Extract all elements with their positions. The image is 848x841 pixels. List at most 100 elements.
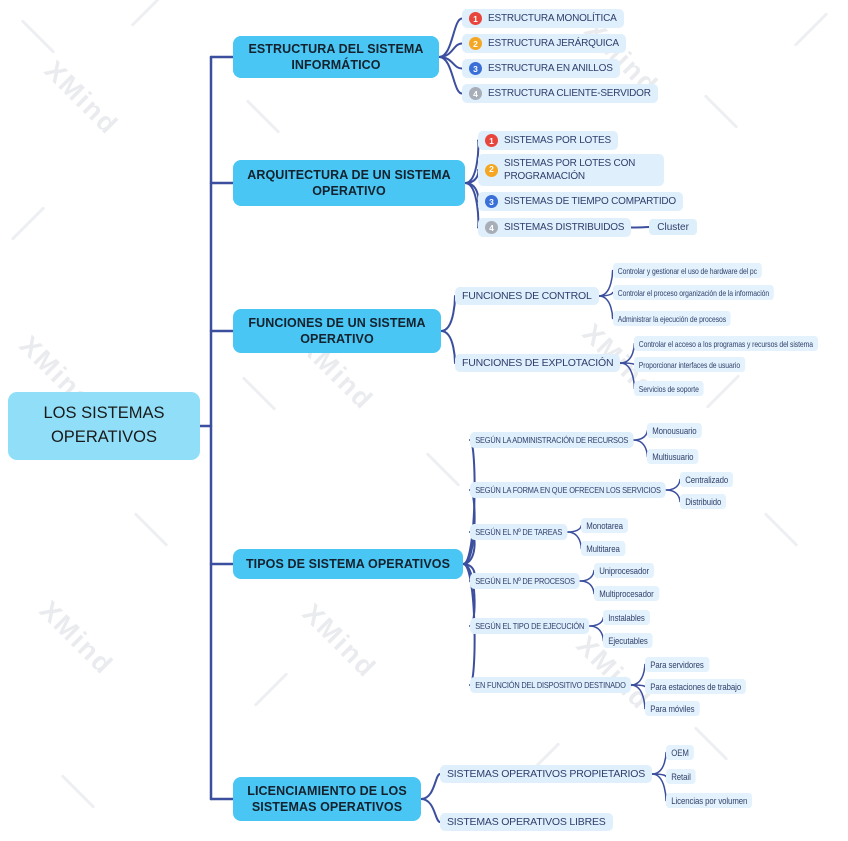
topic-licenciamiento-de-los-sistemas-operativos[interactable]: LICENCIAMIENTO DE LOS SISTEMAS OPERATIVO… — [233, 777, 421, 821]
priority-2-icon: 2 — [485, 163, 498, 177]
topic-label: Multiprocesador — [599, 588, 654, 599]
topic-label: SEGÚN EL Nº DE TAREAS — [475, 527, 563, 537]
topic-estructura-cliente-servidor[interactable]: 4 ESTRUCTURA CLIENTE-SERVIDOR — [462, 84, 658, 103]
topic-administrar-ejecucion-procesos[interactable]: Administrar la ejecución de procesos — [612, 311, 731, 326]
topic-para-servidores[interactable]: Para servidores — [644, 657, 709, 672]
priority-3-icon: 3 — [469, 62, 482, 75]
topic-label: LOS SISTEMAS OPERATIVOS — [43, 404, 165, 446]
topic-multitarea[interactable]: Multitarea — [581, 541, 626, 556]
priority-1-icon: 1 — [485, 134, 498, 147]
topic-cluster[interactable]: Cluster — [649, 219, 697, 235]
topic-label: ESTRUCTURA MONOLÍTICA — [488, 13, 617, 24]
priority-3-icon: 3 — [485, 195, 498, 208]
topic-label: Instalables — [608, 612, 646, 623]
priority-2-icon: 2 — [469, 37, 482, 50]
topic-label: SEGÚN EL Nº DE PROCESOS — [475, 576, 575, 586]
topic-oem[interactable]: OEM — [666, 745, 695, 760]
topic-ejecutables[interactable]: Ejecutables — [603, 633, 654, 648]
topic-para-moviles[interactable]: Para móviles — [644, 701, 700, 716]
topic-sistemas-operativos-propietarios[interactable]: SISTEMAS OPERATIVOS PROPIETARIOS — [440, 765, 653, 783]
topic-label: LICENCIAMIENTO DE LOS SISTEMAS OPERATIVO… — [247, 783, 407, 814]
priority-4-icon: 4 — [485, 221, 498, 234]
topic-servicios-de-soporte[interactable]: Servicios de soporte — [634, 381, 704, 396]
topic-label: Retail — [671, 771, 691, 782]
topic-label: Ejecutables — [608, 635, 649, 646]
topic-controlar-gestionar-hardware[interactable]: Controlar y gestionar el uso de hardware… — [612, 263, 762, 278]
topic-label: ESTRUCTURA EN ANILLOS — [488, 63, 613, 74]
topic-controlar-acceso-programas-recursos[interactable]: Controlar el acceso a los programas y re… — [634, 336, 819, 351]
topic-label: ESTRUCTURA CLIENTE-SERVIDOR — [488, 88, 651, 99]
topic-label: Centralizado — [685, 474, 729, 485]
topic-label: FUNCIONES DE UN SISTEMA OPERATIVO — [248, 315, 426, 346]
topic-estructura-jerarquica[interactable]: 2 ESTRUCTURA JERÁRQUICA — [462, 34, 626, 53]
topic-licencias-por-volumen[interactable]: Licencias por volumen — [666, 793, 753, 808]
topic-arquitectura-de-un-sistema-operativo[interactable]: ARQUITECTURA DE UN SISTEMA OPERATIVO — [233, 160, 465, 206]
topic-label: Cluster — [657, 221, 689, 233]
topic-estructura-monolitica[interactable]: 1 ESTRUCTURA MONOLÍTICA — [462, 9, 624, 28]
topic-label: Para servidores — [650, 659, 704, 670]
topic-segun-la-administracion-de-recursos[interactable]: SEGÚN LA ADMINISTRACIÓN DE RECURSOS — [470, 432, 634, 448]
topic-multiusuario[interactable]: Multiusuario — [647, 449, 699, 464]
topic-funciones-de-explotacion[interactable]: FUNCIONES DE EXPLOTACIÓN — [455, 354, 621, 372]
topic-controlar-proceso-organizacion-informacion[interactable]: Controlar el proceso organización de la … — [612, 285, 774, 300]
topic-label: ESTRUCTURA DEL SISTEMA INFORMÁTICO — [248, 41, 424, 72]
topic-label: TIPOS DE SISTEMA OPERATIVOS — [245, 556, 451, 571]
topic-label: ARQUITECTURA DE UN SISTEMA OPERATIVO — [247, 167, 451, 198]
topic-monotarea[interactable]: Monotarea — [581, 518, 629, 533]
topic-label: Proporcionar interfaces de usuario — [639, 359, 741, 370]
topic-proporcionar-interfaces-usuario[interactable]: Proporcionar interfaces de usuario — [634, 357, 746, 372]
priority-4-icon: 4 — [469, 87, 482, 100]
priority-1-icon: 1 — [469, 12, 482, 25]
topic-para-estaciones-de-trabajo[interactable]: Para estaciones de trabajo — [644, 679, 747, 694]
topic-label: SEGÚN LA FORMA EN QUE OFRECEN LOS SERVIC… — [475, 485, 661, 495]
topic-label: Para estaciones de trabajo — [650, 681, 741, 692]
topic-label: OEM — [671, 747, 689, 758]
topic-retail[interactable]: Retail — [666, 769, 696, 784]
topic-instalables[interactable]: Instalables — [603, 610, 651, 625]
topic-estructura-del-sistema-informatico[interactable]: ESTRUCTURA DEL SISTEMA INFORMÁTICO — [233, 36, 439, 78]
topic-label: EN FUNCIÓN DEL DISPOSITIVO DESTINADO — [475, 680, 626, 690]
topic-multiprocesador[interactable]: Multiprocesador — [593, 586, 659, 601]
topic-distribuido[interactable]: Distribuido — [679, 494, 727, 509]
topic-sistemas-de-tiempo-compartido[interactable]: 3 SISTEMAS DE TIEMPO COMPARTIDO — [478, 192, 684, 211]
topic-segun-la-forma-en-que-ofrecen-los-servicios[interactable]: SEGÚN LA FORMA EN QUE OFRECEN LOS SERVIC… — [470, 482, 666, 498]
topic-monousuario[interactable]: Monousuario — [647, 423, 703, 438]
topic-label: SEGÚN EL TIPO DE EJECUCIÓN — [475, 621, 585, 631]
topic-label: Multiusuario — [652, 451, 694, 462]
topic-label: Uniprocesador — [599, 565, 649, 576]
topic-label: SISTEMAS OPERATIVOS LIBRES — [447, 816, 606, 828]
topic-label: ESTRUCTURA JERÁRQUICA — [488, 38, 619, 49]
topic-segun-el-tipo-de-ejecucion[interactable]: SEGÚN EL TIPO DE EJECUCIÓN — [470, 618, 590, 634]
topic-funciones-de-un-sistema-operativo[interactable]: FUNCIONES DE UN SISTEMA OPERATIVO — [233, 309, 441, 353]
topic-estructura-en-anillos[interactable]: 3 ESTRUCTURA EN ANILLOS — [462, 59, 620, 78]
topic-uniprocesador[interactable]: Uniprocesador — [593, 563, 655, 578]
topic-centralizado[interactable]: Centralizado — [679, 472, 734, 487]
topic-label: Servicios de soporte — [639, 383, 700, 394]
topic-los-sistemas-operativos[interactable]: LOS SISTEMAS OPERATIVOS — [8, 392, 200, 460]
topic-funciones-de-control[interactable]: FUNCIONES DE CONTROL — [455, 287, 599, 305]
topic-label: Multitarea — [586, 543, 621, 554]
topic-label: Monotarea — [586, 520, 624, 531]
topic-label: Distribuido — [685, 496, 722, 507]
topic-label: SISTEMAS POR LOTES — [504, 135, 611, 146]
topic-label: Controlar y gestionar el uso de hardware… — [617, 265, 757, 276]
topic-label: Controlar el proceso organización de la … — [617, 287, 769, 298]
topic-label: Monousuario — [652, 425, 697, 436]
topic-label: SEGÚN LA ADMINISTRACIÓN DE RECURSOS — [475, 435, 629, 445]
topic-label: SISTEMAS DISTRIBUIDOS — [504, 222, 625, 233]
topic-sistemas-operativos-libres[interactable]: SISTEMAS OPERATIVOS LIBRES — [440, 813, 613, 831]
topic-label: FUNCIONES DE CONTROL — [462, 290, 592, 302]
topic-en-funcion-del-dispositivo-destinado[interactable]: EN FUNCIÓN DEL DISPOSITIVO DESTINADO — [470, 677, 631, 693]
topic-label: SISTEMAS OPERATIVOS PROPIETARIOS — [447, 768, 646, 780]
topic-segun-el-numero-de-procesos[interactable]: SEGÚN EL Nº DE PROCESOS — [470, 573, 580, 589]
topic-segun-el-numero-de-tareas[interactable]: SEGÚN EL Nº DE TAREAS — [470, 524, 568, 540]
topic-sistemas-por-lotes-con-programacion[interactable]: 2 SISTEMAS POR LOTES CON PROGRAMACIÓN — [478, 154, 664, 186]
topic-tipos-de-sistema-operativos[interactable]: TIPOS DE SISTEMA OPERATIVOS — [233, 549, 463, 579]
topic-label: Para móviles — [650, 703, 695, 714]
topic-sistemas-por-lotes[interactable]: 1 SISTEMAS POR LOTES — [478, 131, 618, 150]
topic-label: Licencias por volumen — [671, 795, 748, 806]
topic-label: Controlar el acceso a los programas y re… — [639, 338, 814, 349]
topic-label: SISTEMAS POR LOTES CON PROGRAMACIÓN — [504, 158, 636, 182]
topic-sistemas-distribuidos[interactable]: 4 SISTEMAS DISTRIBUIDOS — [478, 218, 632, 237]
